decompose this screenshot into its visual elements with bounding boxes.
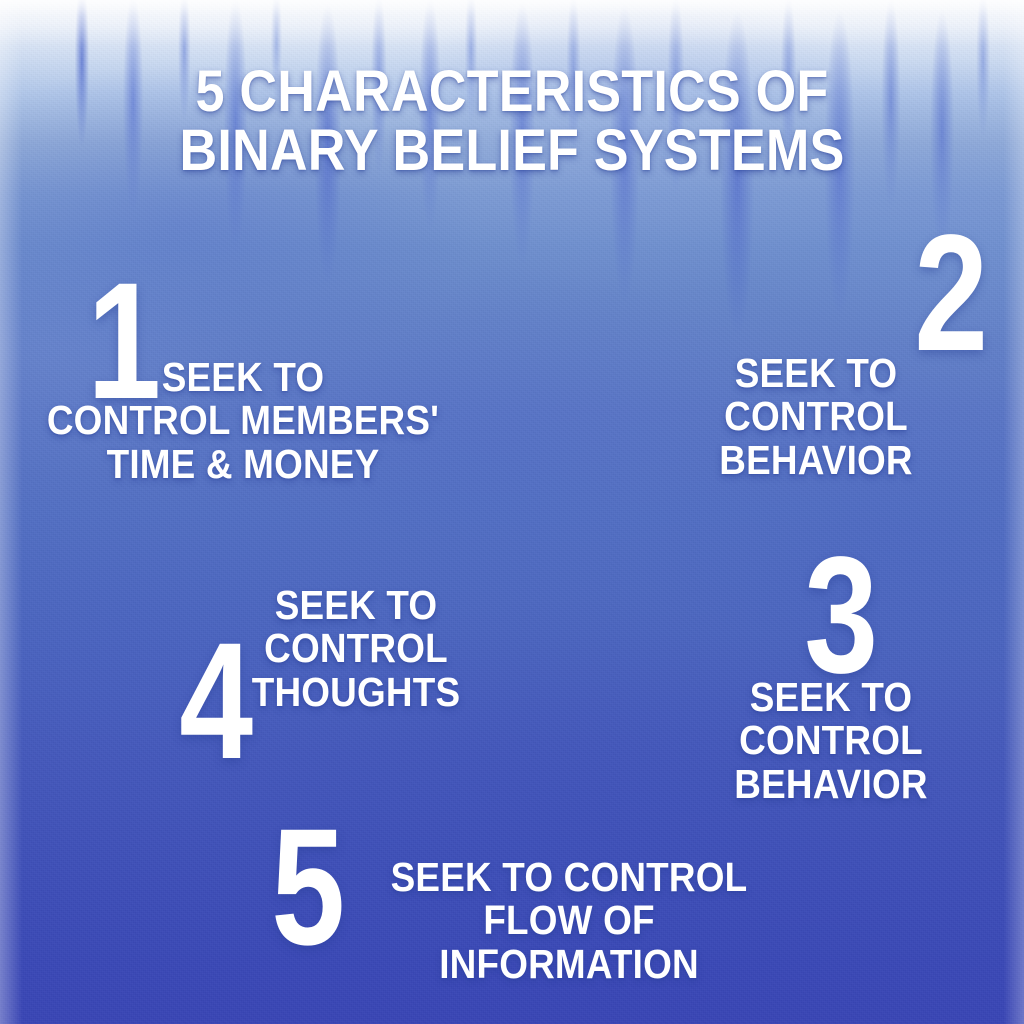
item-label-2: SEEK TO CONTROL BEHAVIOR [719,350,913,483]
item-number-4: 4 [179,609,254,794]
item-number-3: 3 [804,523,879,708]
item-number-2: 2 [914,201,989,386]
item-label-1: SEEK TO CONTROL MEMBERS' TIME & MONEY [46,354,440,487]
item-label-4: SEEK TO CONTROL THOUGHTS [251,582,461,715]
item-label-5: SEEK TO CONTROL FLOW OF INFORMATION [390,854,748,987]
page-title: 5 CHARACTERISTICS OF BINARY BELIEF SYSTE… [179,59,845,184]
item-number-5: 5 [271,795,346,980]
item-label-3: SEEK TO CONTROL BEHAVIOR [734,674,928,807]
item-number-1: 1 [87,249,162,434]
